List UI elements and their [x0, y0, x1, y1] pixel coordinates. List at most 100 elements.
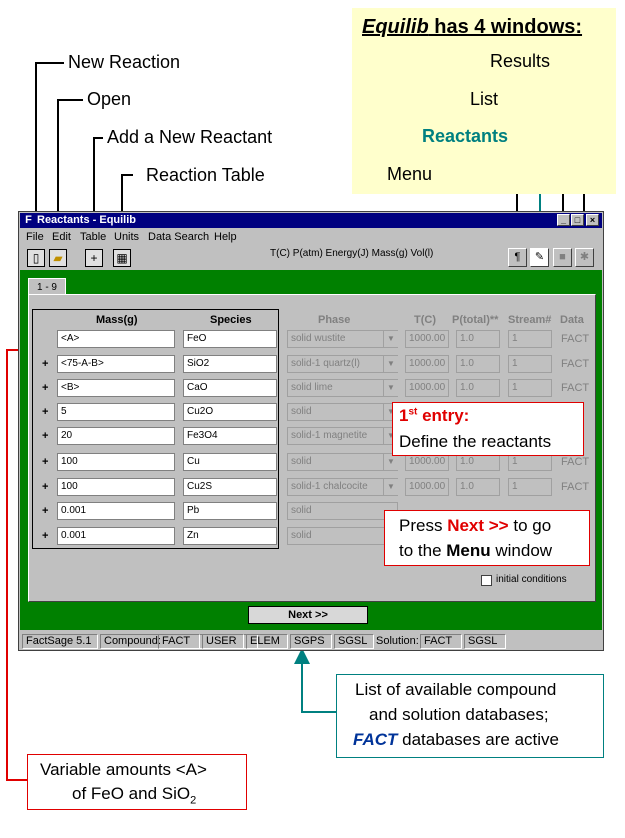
compound-db-elem[interactable]: ELEM [246, 634, 288, 649]
phase-select[interactable]: solid [287, 527, 385, 545]
chevron-down-icon[interactable]: ▼ [383, 380, 398, 396]
mass-input[interactable]: 20 [57, 427, 175, 445]
reactants-window-button[interactable]: ✎ [530, 248, 549, 267]
menu-edit[interactable]: Edit [52, 231, 71, 243]
menu-fork-icon: ¶ [514, 251, 521, 263]
compound-db-sgsl[interactable]: SGSL [334, 634, 374, 649]
species-input[interactable]: Zn [183, 527, 277, 545]
data-source: FACT [561, 456, 590, 468]
phase-select[interactable]: solid wustite [287, 330, 398, 348]
compound-db-sgps[interactable]: SGPS [290, 634, 332, 649]
compound-db-fact[interactable]: FACT [158, 634, 200, 649]
stream-input[interactable]: 1 [508, 330, 552, 348]
data-source: FACT [561, 481, 590, 493]
close-button[interactable]: × [586, 214, 599, 226]
phase-select[interactable]: solid lime [287, 379, 398, 397]
species-input[interactable]: Cu [183, 453, 277, 471]
reactant-row: + 100 Cu2S solid-1 chalcocite ▼ 1000.00 … [0, 478, 625, 498]
menu-help[interactable]: Help [214, 231, 237, 243]
folder-icon: ▰ [53, 251, 63, 265]
temperature-input[interactable]: 1000.00 [405, 379, 449, 397]
mass-input[interactable]: <A> [57, 330, 175, 348]
minimize-button[interactable]: _ [557, 214, 570, 226]
units-display: T(C) P(atm) Energy(J) Mass(g) Vol(l) [270, 248, 434, 259]
stream-input[interactable]: 1 [508, 379, 552, 397]
species-input[interactable]: Cu2O [183, 403, 277, 421]
db-line-2: and solution databases; [369, 705, 549, 724]
species-input[interactable]: Cu2S [183, 478, 277, 496]
chevron-down-icon[interactable]: ▼ [383, 356, 398, 372]
chevron-down-icon[interactable]: ▼ [383, 454, 398, 470]
mass-input[interactable]: <75-A-B> [57, 355, 175, 373]
species-input[interactable]: SiO2 [183, 355, 277, 373]
new-reaction-button[interactable]: ▯ [27, 249, 45, 267]
compound-db-user[interactable]: USER [202, 634, 244, 649]
phase-select[interactable]: solid-1 quartz(l) [287, 355, 398, 373]
results-icon: ✱ [579, 251, 590, 263]
variable-line-2: of FeO and SiO2 [72, 784, 197, 807]
tab-1-9[interactable]: 1 - 9 [28, 278, 66, 296]
define-reactants-text: Define the reactants [399, 432, 552, 451]
pressure-input[interactable]: 1.0 [456, 330, 500, 348]
open-label: Open [87, 89, 132, 109]
new-file-icon: ▯ [32, 251, 40, 265]
reactant-row: + <75-A-B> SiO2 solid-1 quartz(l) ▼ 1000… [0, 355, 625, 375]
plus-sign: + [42, 430, 49, 442]
results-label: Results [490, 51, 551, 71]
plus-sign: + [42, 530, 49, 542]
press-next-callout: Press Next >> to go to the Menu window [384, 510, 590, 566]
menu-table[interactable]: Table [80, 231, 107, 243]
species-input[interactable]: Pb [183, 502, 277, 520]
windows-info-box [352, 8, 616, 194]
temperature-input[interactable]: 1000.00 [405, 330, 449, 348]
solution-label: Solution: [376, 635, 419, 647]
phase-select[interactable]: solid [287, 453, 398, 471]
chevron-down-icon[interactable]: ▼ [383, 479, 398, 495]
header-t: T(C) [414, 314, 436, 326]
header-phase: Phase [318, 314, 351, 326]
menu-file[interactable]: File [26, 231, 44, 243]
data-source: FACT [561, 333, 590, 345]
stream-input[interactable]: 1 [508, 355, 552, 373]
phase-select[interactable]: solid-1 chalcocite [287, 478, 398, 496]
chevron-down-icon[interactable]: ▼ [383, 331, 398, 347]
species-input[interactable]: FeO [183, 330, 277, 348]
db-line-3: FACT databases are active [353, 730, 559, 749]
mass-input[interactable]: 0.001 [57, 502, 175, 520]
solution-db-sgsl[interactable]: SGSL [464, 634, 506, 649]
menu-window-button[interactable]: ¶ [508, 248, 527, 267]
solution-db-fact[interactable]: FACT [420, 634, 462, 649]
phase-select[interactable]: solid [287, 502, 398, 520]
next-button[interactable]: Next >> [248, 606, 368, 624]
temperature-input[interactable]: 1000.00 [405, 355, 449, 373]
menu-units[interactable]: Units [114, 231, 140, 243]
menu-data-search[interactable]: Data Search [148, 231, 210, 243]
open-button[interactable]: ▰ [49, 249, 67, 267]
reaction-table-button[interactable]: ▦ [113, 249, 131, 267]
species-input[interactable]: Fe3O4 [183, 427, 277, 445]
initial-conditions-label: initial conditions [496, 574, 567, 585]
info-title: Equilib has 4 windows: [362, 16, 583, 38]
mass-input[interactable]: 5 [57, 403, 175, 421]
pressure-input[interactable]: 1.0 [456, 355, 500, 373]
add-reactant-button[interactable]: + [85, 249, 103, 267]
to-menu-line: to the Menu window [399, 541, 553, 560]
plus-sign: + [42, 358, 49, 370]
mass-input[interactable]: 100 [57, 478, 175, 496]
pressure-input[interactable]: 1.0 [456, 379, 500, 397]
maximize-button[interactable]: □ [571, 214, 584, 226]
temperature-input[interactable]: 1000.00 [405, 478, 449, 496]
mass-input[interactable]: 0.001 [57, 527, 175, 545]
stream-input[interactable]: 1 [508, 478, 552, 496]
phase-select[interactable]: solid-1 magnetite [287, 427, 398, 445]
database-list-callout: List of available compound and solution … [336, 674, 604, 758]
species-input[interactable]: CaO [183, 379, 277, 397]
mass-input[interactable]: 100 [57, 453, 175, 471]
initial-conditions-checkbox[interactable] [481, 575, 492, 586]
mass-input[interactable]: <B> [57, 379, 175, 397]
menu-bar: File Edit Table Units Data Search Help [20, 230, 602, 245]
phase-select[interactable]: solid [287, 403, 398, 421]
results-window-button[interactable]: ✱ [575, 248, 594, 267]
pressure-input[interactable]: 1.0 [456, 478, 500, 496]
list-window-button[interactable]: ■ [553, 248, 572, 267]
